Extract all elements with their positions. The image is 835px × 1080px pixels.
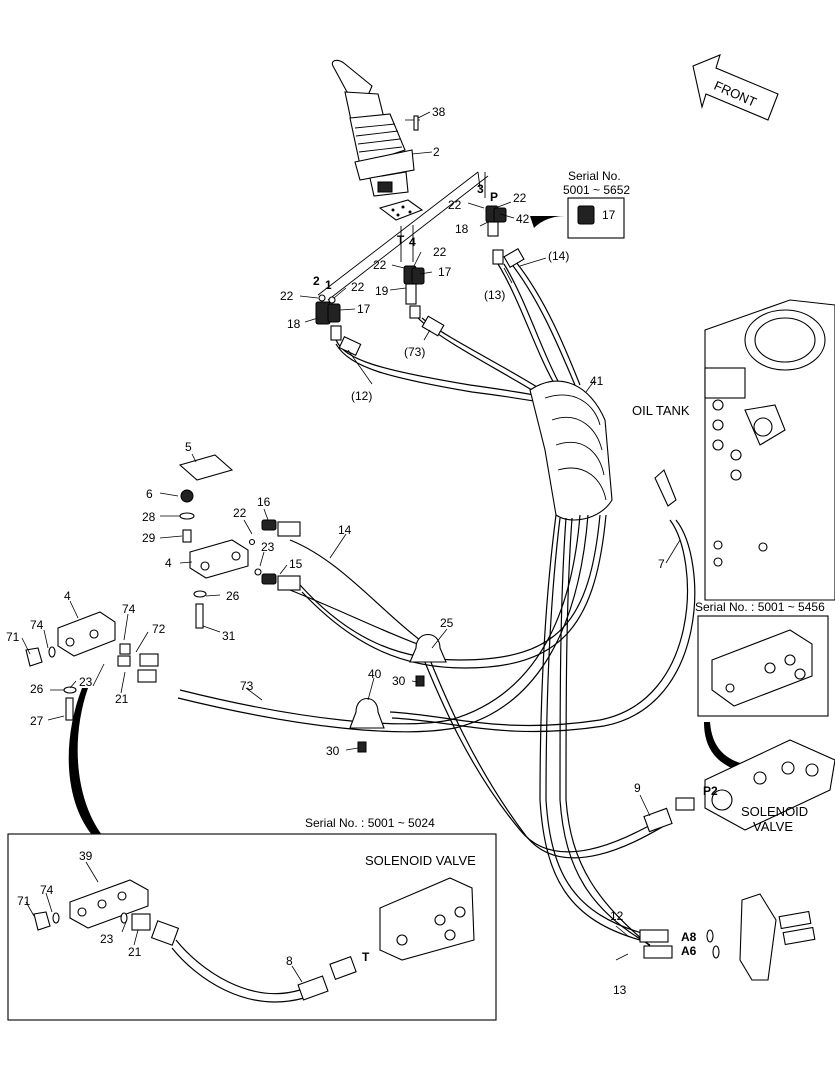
solenoid-caption-2: VALVE — [753, 819, 793, 834]
port-p2: P2 — [703, 784, 718, 798]
part-number-label: 19 — [375, 284, 389, 298]
part-number-label: 9 — [634, 781, 641, 795]
part-number-label: 7 — [658, 557, 665, 571]
solenoid-caption-1: SOLENOID — [741, 804, 808, 819]
clamp-40 — [349, 697, 385, 753]
port-1: 1 — [325, 278, 332, 292]
part-number-label: 22 — [280, 289, 294, 303]
part-number-label: 28 — [142, 510, 156, 524]
part-number-label: 4 — [64, 589, 71, 603]
part-number-label: 18 — [455, 222, 469, 236]
leader-lines — [21, 111, 681, 983]
oil-tank-label: OIL TANK — [632, 403, 690, 418]
part-number-label: 31 — [222, 629, 236, 643]
serial-box-top: Serial No. 5001 ~ 5652 17 — [530, 169, 630, 239]
port-a6: A6 — [681, 944, 697, 958]
part-number-label: 23 — [100, 932, 114, 946]
part-number-label: (12) — [351, 389, 372, 403]
part-number-label: 16 — [257, 495, 271, 509]
part-number-label: 21 — [115, 692, 129, 706]
serial-bottom-text: Serial No. : 5001 ~ 5024 — [305, 816, 435, 830]
oil-tank — [654, 299, 835, 601]
solenoid-valve-right: SOLENOID VALVE — [643, 739, 835, 834]
fitting-group-3-p — [485, 205, 507, 265]
joystick-base-plate — [378, 199, 424, 221]
part-number-label: 13 — [613, 983, 627, 997]
part-number-label: 5 — [185, 440, 192, 454]
fitting-group-t-4 — [403, 265, 425, 319]
clamp-25 — [409, 633, 447, 687]
long-hoses — [177, 514, 696, 951]
serial-top-range: 5001 ~ 5652 — [563, 183, 630, 197]
serial-bottom-valve-caption: SOLENOID VALVE — [365, 853, 476, 868]
part-number-label: 23 — [261, 540, 275, 554]
part-number-label: 14 — [338, 523, 352, 537]
block-assembly-upper — [178, 454, 301, 629]
part-number-label: 26 — [30, 682, 44, 696]
part-number-label: 74 — [30, 618, 44, 632]
part-number-label: 29 — [142, 531, 156, 545]
part-number-label: 74 — [122, 602, 136, 616]
part-number-label: 72 — [152, 622, 166, 636]
port-p: P — [490, 190, 498, 204]
front-arrow: FRONT — [692, 54, 779, 121]
block-assembly-lower — [25, 611, 159, 835]
part-number-label: 6 — [146, 487, 153, 501]
part-number-label: 30 — [326, 744, 340, 758]
part-number-label: 74 — [40, 883, 54, 897]
part-number-label: 25 — [440, 616, 454, 630]
part-number-label: 40 — [368, 667, 382, 681]
part-number-label: 17 — [438, 265, 452, 279]
part-number-label: 8 — [286, 954, 293, 968]
part-number-label: 23 — [79, 675, 93, 689]
serial-top-part: 17 — [602, 208, 616, 222]
part-number-label: 27 — [30, 714, 44, 728]
serial-mid-text: Serial No. : 5001 ~ 5456 — [695, 600, 825, 614]
part-number-label: (14) — [548, 249, 569, 263]
part-number-label: 22 — [433, 245, 447, 259]
port-4: 4 — [409, 235, 416, 249]
serial-top-title: Serial No. — [568, 169, 621, 183]
part-number-label: 21 — [128, 945, 142, 959]
part-number-label: 22 — [373, 258, 387, 272]
part-number-label: 2 — [433, 145, 440, 159]
part-labels: 38 2 22 22 18 42 22 22 17 19 22 22 17 18… — [6, 105, 665, 997]
bracket-right — [639, 893, 816, 981]
part-number-label: 73 — [240, 679, 254, 693]
port-3: 3 — [477, 182, 484, 196]
serial-box-bottom: Serial No. : 5001 ~ 5024 SOLENOID VALVE — [7, 816, 497, 1021]
port-2: 2 — [313, 274, 320, 288]
serial-box-mid: Serial No. : 5001 ~ 5456 — [695, 600, 829, 770]
hose-bundle — [335, 248, 613, 521]
part-number-label: 22 — [233, 506, 247, 520]
part-number-label: 38 — [432, 105, 446, 119]
assembly-lines — [317, 171, 489, 301]
port-a8: A8 — [681, 930, 697, 944]
part-number-label: 41 — [590, 374, 604, 388]
part-number-label: 22 — [513, 191, 527, 205]
fitting-group-1-2 — [315, 294, 342, 341]
part-number-label: 71 — [6, 630, 20, 644]
part-number-label: 4 — [165, 556, 172, 570]
part-number-label: 26 — [226, 589, 240, 603]
part-number-label: 30 — [392, 674, 406, 688]
part-number-label: 18 — [287, 317, 301, 331]
part-number-label: 42 — [516, 212, 530, 226]
part-number-label: 39 — [79, 849, 93, 863]
part-number-label: 17 — [357, 302, 371, 316]
part-number-label: (73) — [404, 345, 425, 359]
port-t: T — [397, 233, 405, 247]
part-number-label: 12 — [610, 909, 624, 923]
part-number-label: (13) — [484, 288, 505, 302]
joystick-lever — [331, 59, 420, 197]
part-number-label: 22 — [351, 280, 365, 294]
part-number-label: 71 — [17, 894, 31, 908]
part-number-label: 15 — [289, 557, 303, 571]
part-number-label: 22 — [448, 198, 462, 212]
port-t-bottom: T — [362, 950, 370, 964]
